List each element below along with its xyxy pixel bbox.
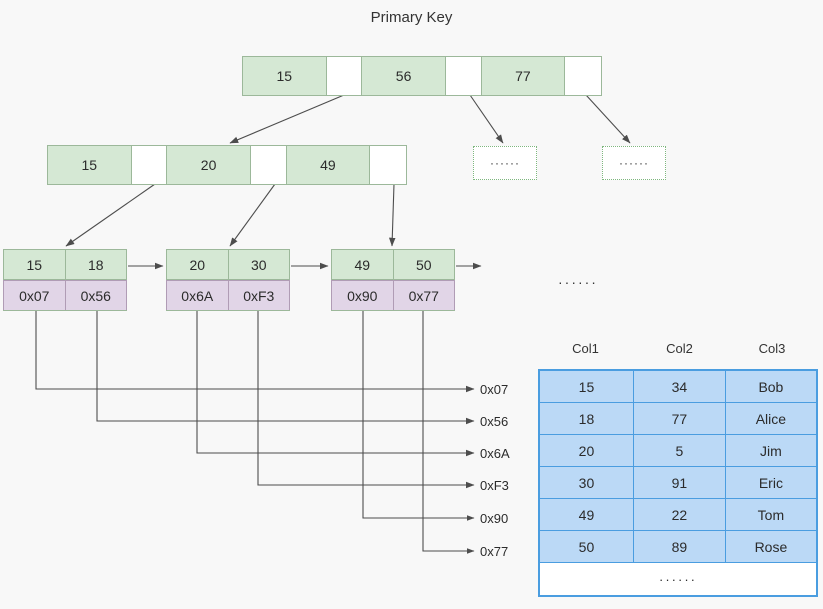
table-cell: 91 [632, 466, 726, 499]
btree-leaf-node: 15 18 0x07 0x56 [3, 249, 127, 311]
table-cell: 22 [632, 498, 726, 531]
table-row: 20 5 Jim [539, 434, 818, 467]
leaf-pointer-cell[interactable]: 0x90 [332, 281, 394, 310]
leaf-chain-ellipsis: ······ [558, 274, 598, 290]
table-cell: Tom [724, 498, 818, 531]
table-cell: Bob [724, 370, 818, 403]
address-label-0x90: 0x90 [480, 511, 509, 526]
leaf-key-cell: 30 [250, 256, 267, 273]
leaf-key-cell: 18 [87, 256, 104, 273]
root-key-cell: 15 [243, 57, 327, 95]
table-cell: 49 [539, 498, 634, 531]
table-cell: 77 [632, 402, 726, 435]
leaf-pointer-cell[interactable]: 0x56 [80, 287, 111, 304]
leaf-pointer-cell[interactable]: 0x77 [408, 287, 439, 304]
internal-key-cell: 20 [167, 146, 251, 184]
table-cell: 18 [539, 402, 634, 435]
btree-leaf-node: 49 50 0x90 0x77 [331, 249, 455, 311]
table-cell: 30 [539, 466, 634, 499]
table-cell: 15 [539, 370, 634, 403]
leaf-pointer-row: 0x6A 0xF3 [166, 280, 290, 310]
table-cell: 5 [632, 434, 726, 467]
address-label-0x6A: 0x6A [480, 446, 510, 461]
internal-pointer-cell[interactable] [250, 146, 287, 184]
page-title: Primary Key [370, 9, 453, 26]
table-row: 49 22 Tom [539, 498, 818, 531]
table-row: 30 91 Eric [539, 466, 818, 499]
placeholder-node-2: ······ [602, 146, 666, 180]
table-row: 18 77 Alice [539, 402, 818, 435]
table-header-col2: Col2 [666, 341, 693, 356]
root-key-cell: 77 [481, 57, 566, 95]
leaf-key-cell: 49 [332, 250, 394, 279]
table-cell: 20 [539, 434, 634, 467]
table-footer-ellipsis: ······ [539, 562, 817, 596]
table-cell: 50 [539, 530, 634, 563]
leaf-key-row: 20 30 [167, 250, 289, 280]
leaf-pointer-row: 0x90 0x77 [331, 280, 455, 310]
btree-leaf-node: 20 30 0x6A 0xF3 [166, 249, 290, 311]
placeholder-node-1: ······ [473, 146, 537, 180]
address-label-0xF3: 0xF3 [480, 478, 509, 493]
table-cell: Eric [724, 466, 818, 499]
table-cell: 89 [632, 530, 726, 563]
table-row: 50 89 Rose [539, 530, 818, 563]
internal-pointer-cell[interactable] [131, 146, 168, 184]
leaf-key-cell: 20 [167, 250, 229, 279]
leaf-pointer-row: 0x07 0x56 [3, 280, 127, 310]
address-label-0x77: 0x77 [480, 544, 509, 559]
leaf-pointer-cell[interactable]: 0x6A [167, 281, 229, 310]
table-cell: Rose [724, 530, 818, 563]
data-table: 15 34 Bob 18 77 Alice 20 5 Jim 30 91 Eri… [538, 369, 818, 597]
table-header-col3: Col3 [758, 341, 786, 356]
internal-key-cell: 15 [48, 146, 132, 184]
table-row: 15 34 Bob [539, 370, 818, 403]
leaf-key-cell: 15 [4, 250, 66, 279]
btree-internal-node: 15 20 49 [47, 145, 407, 185]
leaf-key-row: 49 50 [332, 250, 454, 280]
table-cell: 34 [632, 370, 726, 403]
table-cell: Alice [724, 402, 818, 435]
table-column-headers: Col1 Col2 Col3 [538, 341, 818, 356]
leaf-pointer-cell[interactable]: 0x07 [4, 281, 66, 310]
root-pointer-cell[interactable] [565, 57, 601, 95]
table-footer-row: ······ [539, 562, 817, 596]
leaf-key-cell: 50 [415, 256, 432, 273]
table-header-col1: Col1 [572, 341, 599, 356]
btree-root-node: 15 56 77 [242, 56, 602, 96]
root-pointer-cell[interactable] [326, 57, 363, 95]
address-label-0x07: 0x07 [480, 382, 509, 397]
table-cell: Jim [724, 434, 818, 467]
address-label-0x56: 0x56 [480, 414, 509, 429]
root-key-cell: 56 [362, 57, 446, 95]
leaf-pointer-cell[interactable]: 0xF3 [243, 287, 275, 304]
root-pointer-cell[interactable] [445, 57, 482, 95]
internal-key-cell: 49 [286, 146, 371, 184]
internal-pointer-cell[interactable] [370, 146, 406, 184]
leaf-key-row: 15 18 [4, 250, 126, 280]
